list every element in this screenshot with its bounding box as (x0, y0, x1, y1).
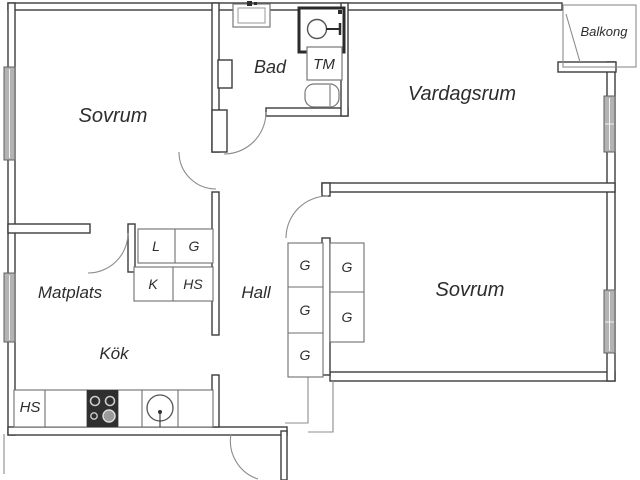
washbasin-icon (232, 1, 271, 28)
windows (3, 66, 616, 354)
window-icon (3, 272, 16, 343)
bathroom-door-arc-icon (223, 111, 267, 155)
label-closet-g: G (300, 347, 311, 363)
label-bedroom1: Sovrum (79, 105, 148, 127)
label-closet-g: G (342, 259, 353, 275)
label-balcony: Balkong (581, 24, 629, 39)
label-bedroom2: Sovrum (436, 279, 505, 301)
label-closet-g: G (300, 257, 311, 273)
shower-icon (297, 6, 346, 54)
closet-column-bedroom2 (329, 242, 365, 343)
livingroom-door-arc-icon (285, 195, 329, 239)
facade-step-lines (3, 377, 334, 474)
washing-machine (306, 46, 343, 81)
room-labels: Sovrum Bad TM Vardagsrum Balkong Matplat… (38, 24, 628, 363)
balcony-outline (562, 4, 637, 68)
bathroom-fixtures (232, 1, 346, 108)
closet-column-hall (287, 242, 324, 378)
label-kitchen: Kök (99, 344, 130, 363)
label-living-room: Vardagsrum (408, 83, 516, 105)
label-closet-k: K (148, 276, 158, 292)
label-dining: Matplats (38, 283, 103, 302)
label-closet-g: G (300, 302, 311, 318)
closet-block-dining (133, 228, 214, 302)
window-icon (603, 95, 616, 153)
label-closet-g: G (189, 238, 200, 254)
toilet-icon (304, 83, 340, 108)
label-bathroom: Bad (254, 57, 287, 77)
interior-walls (7, 2, 616, 428)
label-closet-l: L (152, 238, 160, 254)
balcony-door-icon (565, 13, 581, 63)
door-arcs (87, 111, 329, 480)
window-icon (3, 66, 16, 161)
stove-icon (87, 390, 118, 427)
dining-door-arc-icon (87, 232, 129, 274)
kitchen-counter (13, 389, 214, 428)
label-closet-g: G (342, 309, 353, 325)
window-icon (603, 289, 616, 354)
entry-door-arc-icon (229, 433, 259, 480)
sink-icon (146, 394, 174, 427)
label-washing-machine: TM (313, 56, 335, 73)
label-hall: Hall (241, 283, 272, 302)
label-counter-hs: HS (20, 399, 41, 416)
label-closet-hs: HS (183, 276, 203, 292)
closet-labels: L G K HS G G G G G HS (20, 238, 353, 416)
bedroom1-door-arc-icon (178, 151, 217, 190)
